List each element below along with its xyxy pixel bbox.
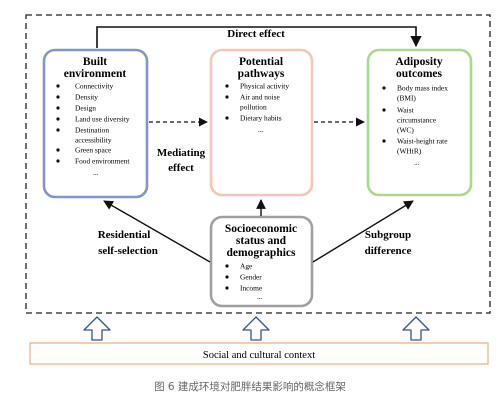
pathway-item-physical-activity: Physical activity	[240, 82, 289, 91]
built-item-connectivity: Connectivity	[75, 82, 113, 91]
outcome-item-waist: Waist	[397, 106, 415, 115]
pathway-item-dietary-habits: Dietary habits	[240, 114, 282, 123]
adiposity-outcomes-border	[366, 48, 473, 197]
bullet-icon	[225, 275, 229, 279]
socioeconomic-border	[209, 215, 314, 308]
subgroup-label-line1: Subgroup	[365, 229, 411, 241]
outcome-item-bmi-abbr: (BMI)	[397, 94, 416, 103]
built-item-green-space: Green space	[75, 146, 112, 155]
socio-item-gender: Gender	[240, 273, 262, 282]
bullet-icon	[382, 139, 386, 143]
bullet-icon	[56, 159, 60, 163]
built-item-density: Density	[75, 93, 98, 102]
socioeconomic-title-line1: Socioeconomic	[225, 223, 297, 235]
socio-item-income: Income	[240, 284, 263, 293]
subgroup-difference-arrow	[312, 200, 414, 263]
up-arrow-icon	[83, 316, 111, 341]
potential-pathways-title-line1: Potential	[239, 56, 283, 68]
social-cultural-context-label: Social and cultural context	[203, 350, 315, 361]
built-environment-border	[42, 48, 149, 199]
adiposity-outcomes-box: Adiposity outcomes Body mass index (BMI)…	[366, 48, 473, 197]
mediating-effect-label-line2: effect	[168, 162, 194, 174]
mediating-effect-label-line1: Mediating	[157, 147, 206, 159]
outer-dashed-frame	[25, 14, 491, 314]
up-arrow-icon	[242, 316, 270, 341]
built-item-accessibility: accessibility	[75, 136, 112, 145]
adiposity-outcomes-title-line2: outcomes	[396, 68, 443, 80]
outcome-item-whtr-abbr: (WHtR)	[397, 147, 422, 156]
outcome-item-waist-height-rate: Waist-height rate	[397, 137, 448, 146]
pathway-item-pollution: pollution	[240, 103, 267, 112]
built-item-food-environment: Food environment	[75, 157, 130, 166]
potential-pathways-box: Potential pathways Physical activity Air…	[209, 48, 314, 197]
pathway-item-air-and-noise: Air and noise	[240, 93, 281, 102]
outcome-item-bmi: Body mass index	[397, 84, 448, 93]
socioeconomic-box: Socioeconomic status and demographics Ag…	[209, 215, 314, 308]
built-item-land-use-diversity: Land use diversity	[75, 115, 130, 124]
pathway-item-ellipsis: ...	[258, 125, 264, 134]
direct-effect-label: Direct effect	[227, 28, 285, 40]
built-item-design: Design	[75, 104, 96, 113]
bullet-icon	[382, 86, 386, 90]
outcome-item-ellipsis: ...	[414, 158, 420, 167]
potential-pathways-border	[209, 48, 314, 197]
socio-item-ellipsis: ...	[257, 292, 263, 301]
bullet-icon	[56, 106, 60, 110]
outcome-item-circumstance: circumstance	[397, 116, 437, 125]
subgroup-label-line2: difference	[365, 245, 412, 257]
social-cultural-context-box	[29, 342, 489, 365]
residential-label-line1: Residential	[98, 229, 151, 241]
potential-pathways-title-line2: pathways	[238, 68, 285, 80]
bullet-icon	[225, 95, 229, 99]
built-item-destination: Destination	[75, 126, 109, 135]
bullet-icon	[382, 108, 386, 112]
built-environment-title-line2: environment	[64, 68, 127, 80]
bullet-icon	[225, 116, 229, 120]
bullet-icon	[56, 117, 60, 121]
built-environment-title-line1: Built	[83, 56, 107, 68]
up-arrow-icon	[402, 316, 430, 341]
bullet-icon	[56, 84, 60, 88]
bullet-icon	[225, 84, 229, 88]
built-item-ellipsis: ...	[93, 168, 99, 177]
bullet-icon	[225, 264, 229, 268]
figure-caption: 图 6 建成环境对肥胖结果影响的概念框架	[154, 380, 346, 393]
residential-label-line2: self-selection	[98, 245, 158, 257]
outcome-item-wc-abbr: (WC)	[397, 126, 414, 135]
built-environment-box: Built environment Connectivity Density D…	[42, 48, 149, 199]
socioeconomic-title-line3: demographics	[227, 247, 297, 259]
bullet-icon	[56, 128, 60, 132]
bullet-icon	[225, 286, 229, 290]
bullet-icon	[56, 95, 60, 99]
socioeconomic-title-line2: status and	[236, 235, 287, 247]
adiposity-outcomes-title-line1: Adiposity	[395, 56, 443, 68]
residential-self-selection-arrow	[103, 200, 211, 263]
direct-effect-arrow	[96, 26, 422, 48]
bullet-icon	[56, 148, 60, 152]
socio-item-age: Age	[240, 262, 253, 271]
